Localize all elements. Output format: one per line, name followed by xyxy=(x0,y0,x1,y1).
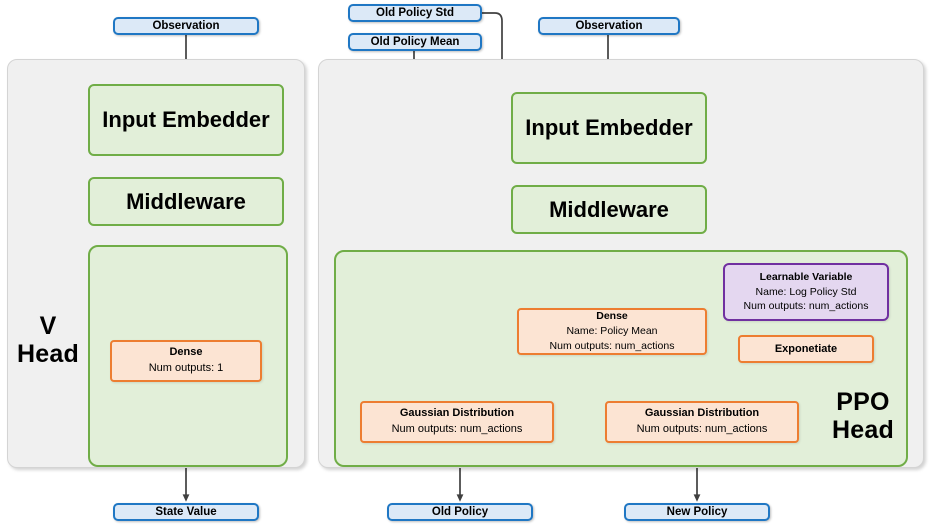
exponentiate-title: Exponetiate xyxy=(774,343,838,355)
ppo-learnable-variable[interactable]: Learnable Variable Name: Log Policy Std … xyxy=(723,263,889,321)
ppo-exponentiate[interactable]: Exponetiate xyxy=(738,335,874,363)
learnable-variable-name: Name: Log Policy Std xyxy=(755,285,857,298)
input-observation-ppo[interactable]: Observation xyxy=(538,17,680,35)
learnable-variable-title: Learnable Variable xyxy=(759,270,853,283)
output-state-value[interactable]: State Value xyxy=(113,503,259,521)
ppo-dense-name: Name: Policy Mean xyxy=(566,325,658,338)
v-middleware[interactable]: Middleware xyxy=(88,177,284,226)
v-input-embedder[interactable]: Input Embedder xyxy=(88,84,284,156)
input-old-policy-std[interactable]: Old Policy Std xyxy=(348,4,482,22)
ppo-middleware[interactable]: Middleware xyxy=(511,185,707,234)
v-head-label: V Head xyxy=(12,312,84,368)
ppo-dense-policy-mean[interactable]: Dense Name: Policy Mean Num outputs: num… xyxy=(517,308,707,355)
v-dense-title: Dense xyxy=(169,346,203,359)
ppo-dense-outputs: Num outputs: num_actions xyxy=(549,339,675,352)
ppo-head-label-line2: Head xyxy=(832,416,894,444)
gaussian-old-outputs: Num outputs: num_actions xyxy=(391,423,523,435)
v-dense[interactable]: Dense Num outputs: 1 xyxy=(110,340,262,382)
output-old-policy[interactable]: Old Policy xyxy=(387,503,533,521)
output-new-policy[interactable]: New Policy xyxy=(624,503,770,521)
gaussian-new-outputs: Num outputs: num_actions xyxy=(636,423,768,435)
v-dense-outputs: Num outputs: 1 xyxy=(148,362,224,374)
ppo-gaussian-distribution-old[interactable]: Gaussian Distribution Num outputs: num_a… xyxy=(360,401,554,443)
input-observation-v[interactable]: Observation xyxy=(113,17,259,35)
input-old-policy-mean[interactable]: Old Policy Mean xyxy=(348,33,482,51)
ppo-head-label: PPO Head xyxy=(822,388,904,444)
v-head-label-line2: Head xyxy=(17,340,79,368)
ppo-dense-title: Dense xyxy=(596,310,628,323)
v-head-label-line1: V xyxy=(39,312,57,340)
gaussian-old-title: Gaussian Distribution xyxy=(399,407,515,420)
ppo-gaussian-distribution-new[interactable]: Gaussian Distribution Num outputs: num_a… xyxy=(605,401,799,443)
ppo-input-embedder[interactable]: Input Embedder xyxy=(511,92,707,164)
gaussian-new-title: Gaussian Distribution xyxy=(644,407,760,420)
ppo-head-label-line1: PPO xyxy=(836,388,890,416)
learnable-variable-outputs: Num outputs: num_actions xyxy=(743,300,869,313)
